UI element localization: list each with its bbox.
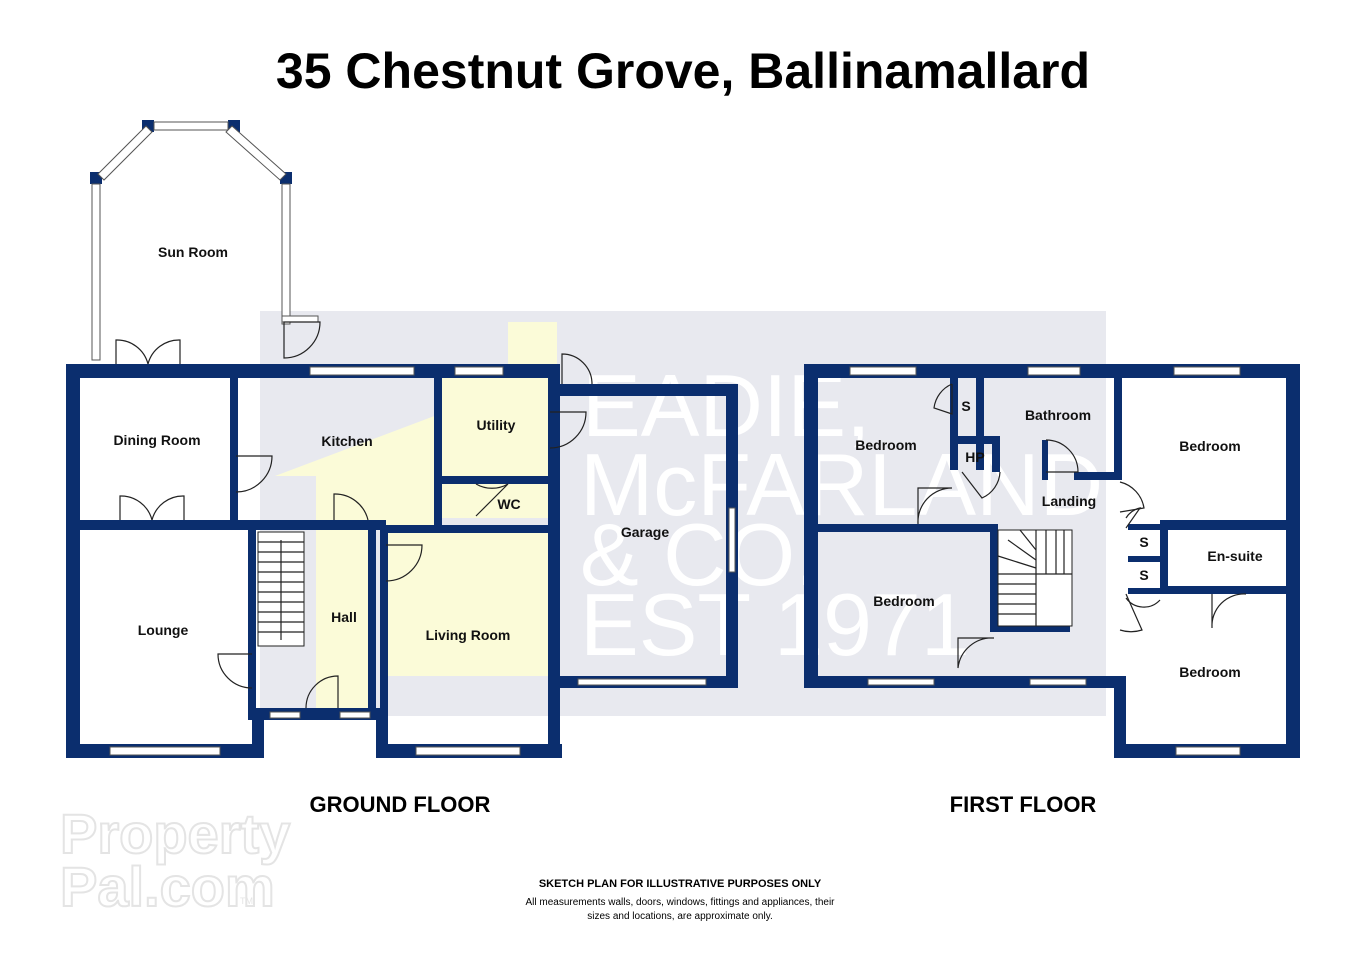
ground-floor-labels: Sun Room Dining Room Kitchen Utility WC …	[113, 244, 669, 643]
room-label-hot-press: HP	[965, 449, 984, 465]
room-label-lounge: Lounge	[138, 622, 189, 638]
ground-floor-stairs	[257, 531, 305, 647]
room-label-store-1: S	[961, 398, 970, 414]
room-label-bedroom-2: Bedroom	[1179, 438, 1240, 454]
room-label-bedroom-1: Bedroom	[855, 437, 916, 453]
room-label-ensuite: En-suite	[1207, 548, 1262, 564]
first-floor-label: FIRST FLOOR	[950, 792, 1097, 817]
svg-text:Property: Property	[60, 802, 290, 865]
room-label-sun-room: Sun Room	[158, 244, 228, 260]
svg-text:Pal.com: Pal.com	[60, 855, 275, 918]
room-label-wc: WC	[497, 496, 520, 512]
svg-text:& CO.: & CO.	[580, 505, 820, 604]
ground-floor-doors	[115, 321, 593, 709]
sun-room-glazing	[91, 121, 319, 361]
disclaimer-line-2: sizes and locations, are approximate onl…	[587, 911, 772, 922]
room-label-bedroom-4: Bedroom	[1179, 664, 1240, 680]
svg-text:McFARLAND: McFARLAND	[580, 435, 1103, 534]
disclaimer-line-1: All measurements walls, doors, windows, …	[525, 897, 835, 908]
propertypal-logo: Property Pal.com TM	[59, 801, 291, 919]
svg-text:TM: TM	[240, 896, 253, 906]
highlight-areas	[275, 322, 557, 708]
ground-floor-windows	[109, 366, 736, 756]
room-label-store-3: S	[1139, 567, 1148, 583]
first-floor-doors	[917, 383, 1247, 669]
svg-text:EST 1971: EST 1971	[580, 575, 970, 674]
room-label-landing: Landing	[1042, 493, 1096, 509]
room-label-utility: Utility	[477, 417, 516, 433]
page-title: 35 Chestnut Grove, Ballinamallard	[276, 43, 1090, 99]
disclaimer-heading: SKETCH PLAN FOR ILLUSTRATIVE PURPOSES ON…	[539, 878, 822, 890]
room-label-store-2: S	[1139, 534, 1148, 550]
room-label-garage: Garage	[621, 524, 669, 540]
room-label-hall: Hall	[331, 609, 357, 625]
room-label-bathroom: Bathroom	[1025, 407, 1091, 423]
first-floor-stairs	[997, 529, 1073, 627]
room-label-bedroom-3: Bedroom	[873, 593, 934, 609]
first-floor-windows	[849, 366, 1241, 756]
room-label-dining-room: Dining Room	[113, 432, 200, 448]
disclaimer: SKETCH PLAN FOR ILLUSTRATIVE PURPOSES ON…	[525, 878, 835, 922]
room-label-kitchen: Kitchen	[321, 433, 372, 449]
room-label-living-room: Living Room	[426, 627, 511, 643]
ground-floor-label: GROUND FLOOR	[310, 792, 491, 817]
first-floor-labels: Bedroom S HP Bathroom Landing Bedroom Be…	[855, 398, 1263, 680]
agent-watermark: EADIE, McFARLAND & CO. EST 1971	[580, 356, 1103, 674]
